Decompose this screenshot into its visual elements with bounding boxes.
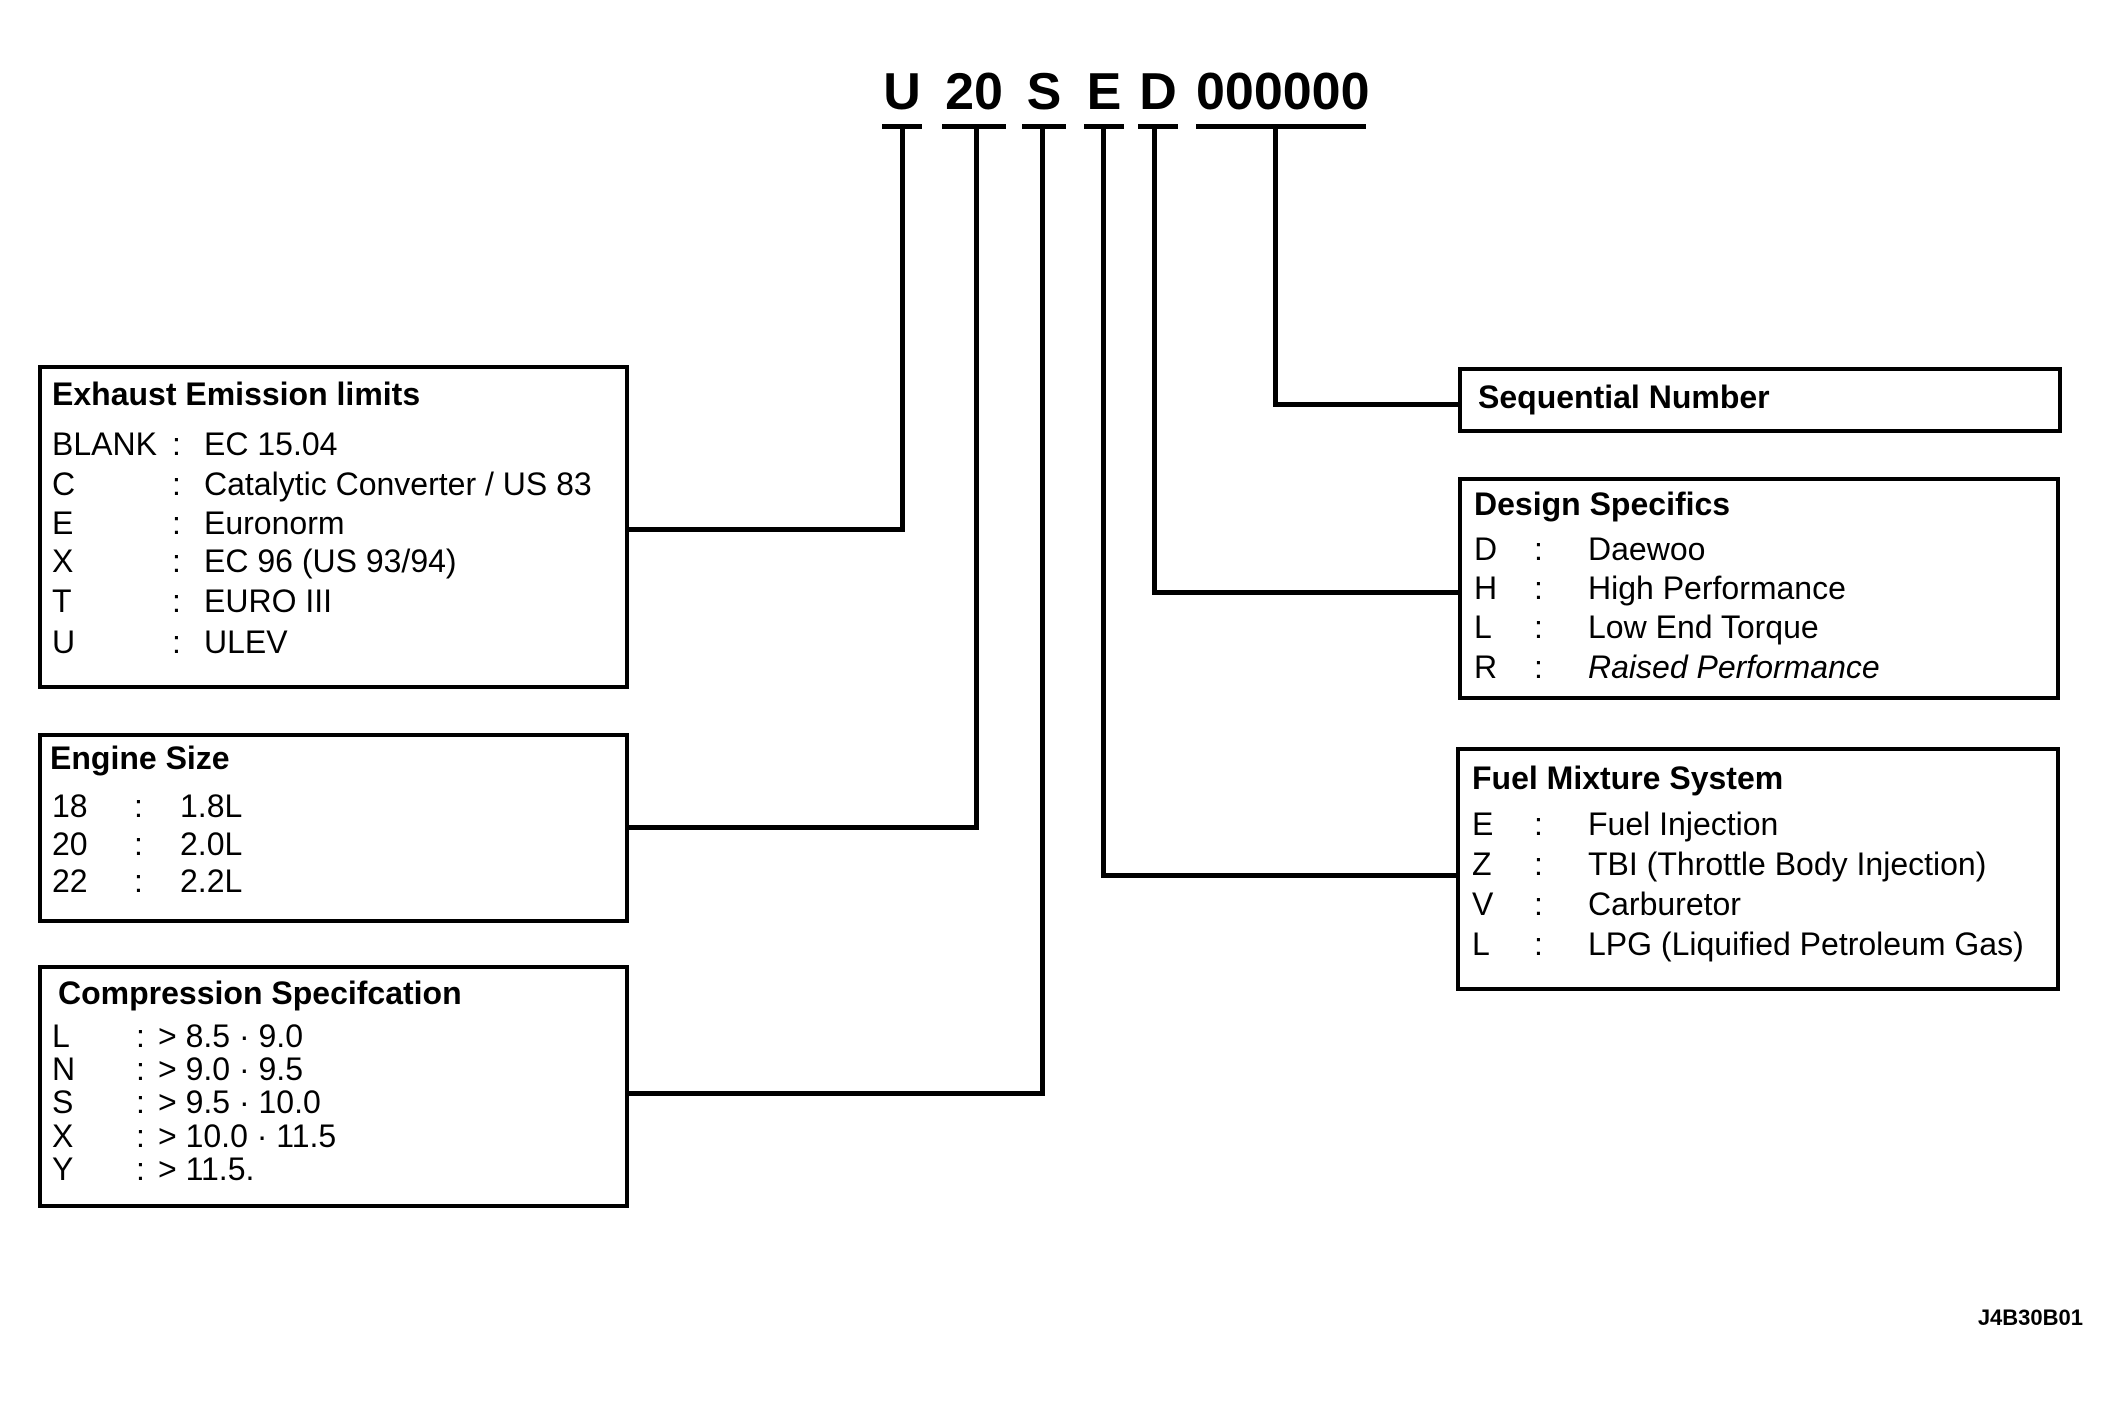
connector-fuel-v [1101, 126, 1106, 878]
row-sep: : [1534, 531, 1543, 567]
row-key: Z [1472, 846, 1492, 882]
row-sep: : [1534, 806, 1543, 842]
row-sep: : [1534, 609, 1543, 645]
code-part-fuel: E [1086, 63, 1122, 121]
code-part-design: D [1139, 63, 1177, 121]
row-key: N [52, 1051, 76, 1087]
row-key: T [52, 583, 72, 619]
code-part-emission: U [883, 63, 921, 121]
row-value: EC 15.04 [204, 426, 338, 462]
row-key: 20 [52, 826, 88, 862]
row-key: BLANK [52, 426, 157, 462]
connector-emission-h [627, 527, 905, 532]
row-value: ULEV [204, 624, 288, 660]
connector-engine-h [627, 825, 979, 830]
fuel-mixture-title: Fuel Mixture System [1472, 760, 1784, 796]
row-key: X [52, 1118, 74, 1154]
code-part-engine-size: 20 [945, 63, 1003, 121]
row-sep: : [172, 466, 181, 502]
code-underline-design [1138, 124, 1178, 129]
row-value: Carburetor [1588, 886, 1741, 922]
row-sep: : [172, 505, 181, 541]
code-part-sequential: 000000 [1196, 63, 1370, 121]
engine-size-title: Engine Size [50, 740, 230, 776]
sequential-number-box [1458, 367, 2062, 433]
row-sep: : [136, 1084, 145, 1120]
row-value: Daewoo [1588, 531, 1706, 567]
row-value: EC 96 (US 93/94) [204, 543, 457, 579]
row-sep: : [172, 583, 181, 619]
exhaust-emission-box [38, 365, 629, 689]
row-value: > 11.5. [158, 1151, 255, 1187]
row-value: > 9.5 · 10.0 [158, 1084, 321, 1120]
row-value: Euronorm [204, 505, 345, 541]
row-key: C [52, 466, 76, 502]
code-underline-sequential [1196, 124, 1366, 129]
connector-engine-v [974, 126, 979, 830]
row-key: L [1474, 609, 1492, 645]
row-value: 1.8L [180, 788, 243, 824]
row-value: LPG (Liquified Petroleum Gas) [1588, 926, 2024, 962]
row-value: Catalytic Converter / US 83 [204, 466, 592, 502]
row-value: > 10.0 · 11.5 [158, 1118, 337, 1154]
row-key: L [1472, 926, 1490, 962]
row-value: 2.0L [180, 826, 243, 862]
row-sep: : [172, 426, 181, 462]
compression-title: Compression Specifcation [58, 975, 462, 1011]
row-sep: : [1534, 886, 1543, 922]
code-part-compression: S [1026, 63, 1062, 121]
row-key: 22 [52, 863, 88, 899]
connector-fuel-h [1101, 873, 1458, 878]
row-key: H [1474, 570, 1498, 606]
connector-sequential-v [1273, 126, 1278, 407]
connector-design-h [1152, 590, 1458, 595]
connector-compression-v [1040, 126, 1045, 1096]
row-sep: : [1534, 926, 1543, 962]
row-key: E [52, 505, 74, 541]
compression-box [38, 965, 629, 1208]
row-value: > 9.0 · 9.5 [158, 1051, 303, 1087]
row-value: High Performance [1588, 570, 1846, 606]
row-sep: : [172, 543, 181, 579]
row-key: S [52, 1084, 74, 1120]
row-key: 18 [52, 788, 88, 824]
row-key: U [52, 624, 76, 660]
design-specifics-box [1458, 477, 2060, 700]
connector-sequential-h [1273, 402, 1458, 407]
row-key: E [1472, 806, 1494, 842]
exhaust-emission-title: Exhaust Emission limits [52, 376, 421, 412]
row-sep: : [172, 624, 181, 660]
row-key: R [1474, 649, 1498, 685]
connector-design-v [1152, 126, 1157, 595]
row-sep: : [134, 863, 143, 899]
row-sep: : [1534, 846, 1543, 882]
connector-compression-h [627, 1091, 1045, 1096]
row-sep: : [1534, 570, 1543, 606]
figure-id: J4B30B01 [1977, 1305, 2083, 1330]
row-value: > 8.5 · 9.0 [158, 1018, 303, 1054]
row-sep: : [134, 788, 143, 824]
row-value: Raised Performance [1588, 649, 1880, 685]
row-key: Y [52, 1151, 74, 1187]
row-key: X [52, 543, 74, 579]
row-sep: : [136, 1151, 145, 1187]
row-value: EURO III [204, 583, 333, 619]
row-value: Fuel Injection [1588, 806, 1779, 842]
engine-size-box [38, 733, 629, 923]
row-value: 2.2L [180, 863, 243, 899]
connector-emission-v [900, 126, 905, 532]
row-sep: : [136, 1018, 145, 1054]
row-key: L [52, 1018, 70, 1054]
row-value: TBI (Throttle Body Injection) [1588, 846, 1987, 882]
row-sep: : [136, 1118, 145, 1154]
row-value: Low End Torque [1588, 609, 1819, 645]
row-sep: : [136, 1051, 145, 1087]
row-key: V [1472, 886, 1494, 922]
row-sep: : [134, 826, 143, 862]
fuel-mixture-box [1456, 747, 2060, 991]
row-sep: : [1534, 649, 1543, 685]
row-key: D [1474, 531, 1498, 567]
sequential-number-title: Sequential Number [1478, 379, 1770, 415]
design-specifics-title: Design Specifics [1474, 486, 1731, 522]
